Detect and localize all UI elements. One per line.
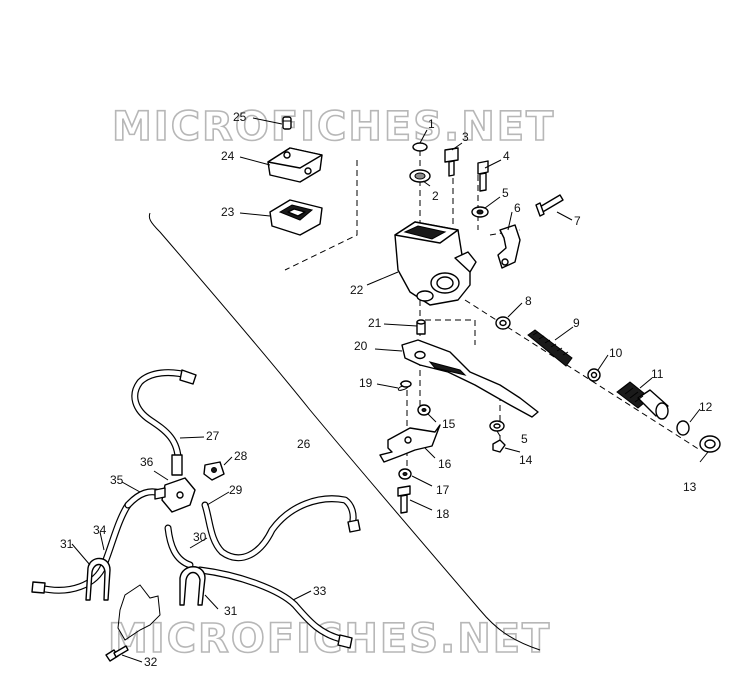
fitting-end-right [347, 519, 361, 533]
washer-5-top [471, 206, 489, 218]
seal-2 [409, 169, 431, 183]
bolt-7 [535, 194, 564, 217]
callout-4: 4 [503, 149, 510, 163]
junction-block-36 [154, 454, 196, 513]
washer-8 [495, 316, 511, 330]
cap-13 [699, 435, 721, 453]
callout-19: 19 [359, 376, 373, 390]
callout-labels: 1 2 3 4 5 5 6 7 8 9 10 11 12 13 14 15 16… [60, 110, 713, 669]
clip-28 [203, 461, 225, 481]
spring-piston-11 [616, 381, 669, 420]
callout-31-right: 31 [224, 604, 238, 618]
callout-28: 28 [234, 449, 248, 463]
screw-17 [398, 468, 412, 480]
washer-5-bottom [489, 420, 505, 432]
watermark-top: MICROFICHES.NET [112, 104, 555, 150]
boot-9 [527, 329, 573, 367]
callout-3: 3 [462, 130, 469, 144]
callout-27: 27 [206, 429, 220, 443]
callout-8: 8 [525, 294, 532, 308]
washer-1 [412, 142, 428, 152]
callout-30: 30 [193, 530, 207, 544]
fitting-end-left [31, 581, 46, 594]
pin-21 [416, 319, 426, 335]
hose-30 [164, 524, 194, 569]
reservoir-diaphragm [269, 199, 323, 236]
bolt-4 [477, 160, 489, 192]
callout-26: 26 [297, 437, 311, 451]
cap-screw [282, 116, 292, 130]
washer-10 [587, 368, 601, 382]
hose-34 [36, 501, 132, 594]
callout-12: 12 [699, 400, 713, 414]
callout-11: 11 [651, 367, 664, 381]
callout-24: 24 [221, 149, 235, 163]
callout-15: 15 [442, 417, 456, 431]
callout-2: 2 [432, 189, 439, 203]
callout-35: 35 [110, 473, 124, 487]
callout-5-bottom: 5 [521, 432, 528, 446]
callout-9: 9 [573, 316, 580, 330]
callout-23: 23 [221, 205, 235, 219]
reservoir-cap [267, 147, 323, 183]
callout-29: 29 [229, 483, 243, 497]
fitting-end-bottom [337, 634, 353, 649]
screw-18 [397, 485, 411, 514]
callout-34: 34 [93, 523, 107, 537]
clamp-6 [497, 224, 521, 269]
callout-6: 6 [514, 201, 521, 215]
leader-lines [71, 117, 709, 663]
watermark-bottom: MICROFICHES.NET [108, 616, 551, 662]
callout-33: 33 [313, 584, 327, 598]
callout-21: 21 [368, 316, 382, 330]
brake-lever-20 [401, 339, 539, 418]
spring-19 [397, 380, 412, 391]
callout-16: 16 [438, 457, 452, 471]
o-ring-12 [676, 420, 690, 436]
callout-17: 17 [436, 483, 450, 497]
callout-13: 13 [683, 480, 697, 494]
callout-18: 18 [436, 507, 450, 521]
clamp-31-right [179, 566, 206, 606]
nut-14 [492, 439, 506, 453]
bracket-16 [379, 424, 441, 463]
screw-32 [105, 645, 129, 662]
clamp-31-left [85, 557, 111, 601]
master-cylinder-body [394, 221, 477, 306]
hose-33 [196, 566, 349, 644]
brake-line-26 [148, 212, 541, 651]
callout-7: 7 [574, 214, 581, 228]
callout-22: 22 [350, 283, 364, 297]
callout-10: 10 [609, 346, 623, 360]
washer-15 [417, 404, 431, 416]
callout-1: 1 [428, 117, 435, 131]
callout-20: 20 [354, 339, 368, 353]
hose-27 [131, 369, 197, 469]
callout-31-left: 31 [60, 537, 74, 551]
mount-plate [117, 584, 161, 641]
callout-5-top: 5 [502, 186, 509, 200]
callout-25: 25 [233, 110, 247, 124]
bleed-screw-3 [444, 147, 459, 177]
callout-36: 36 [140, 455, 154, 469]
callout-14: 14 [519, 453, 533, 467]
callout-32: 32 [144, 655, 158, 669]
hose-29 [201, 495, 357, 562]
